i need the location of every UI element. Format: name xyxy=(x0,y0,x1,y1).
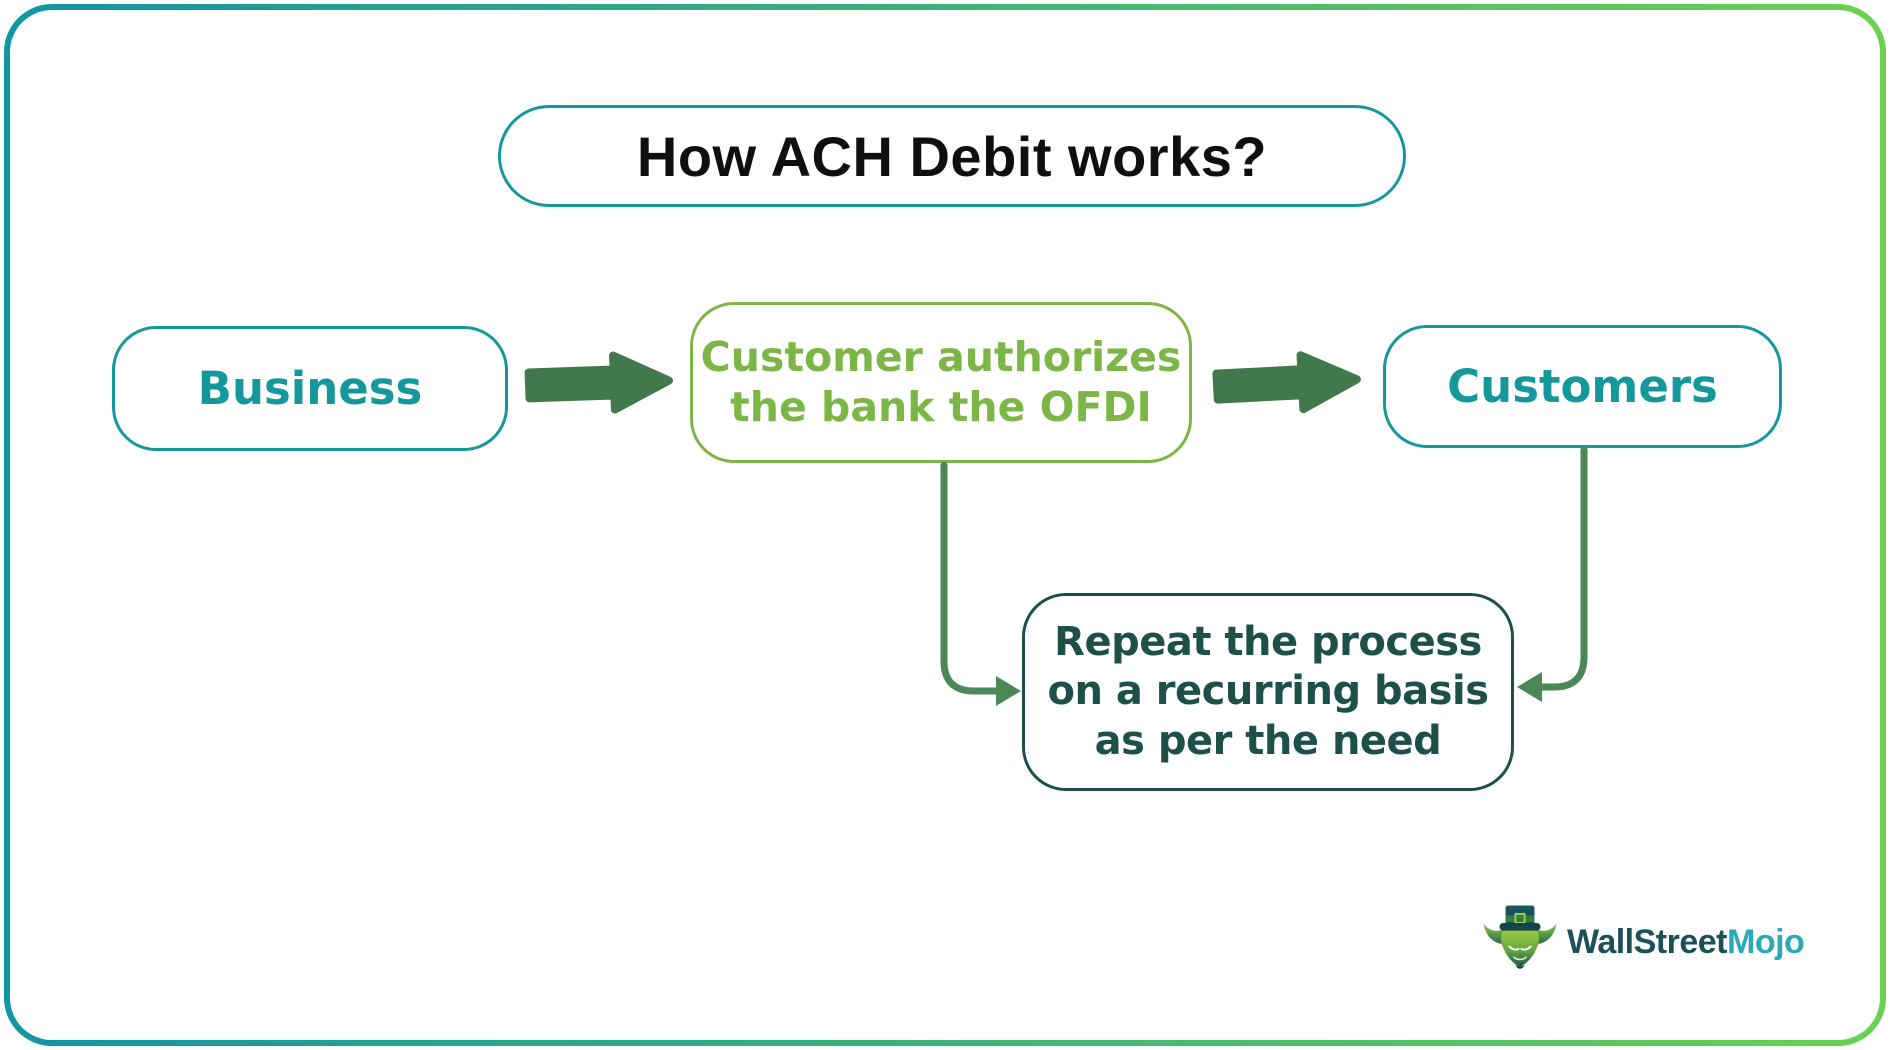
node-customers-label: Customers xyxy=(1447,360,1718,413)
node-customer-authorizes-label: Customer authorizes the bank the OFDI xyxy=(700,333,1182,431)
logo-wordmark: WallStreetMojo xyxy=(1567,922,1805,962)
page-title: How ACH Debit works? xyxy=(636,124,1268,188)
node-repeat-process-label: Repeat the process on a recurring basis … xyxy=(1047,618,1490,764)
node-repeat-process: Repeat the process on a recurring basis … xyxy=(1022,593,1514,791)
right-block-arrow-icon xyxy=(1212,351,1361,414)
wallstreetmojo-logo: WallStreetMojo xyxy=(1482,902,1805,982)
node-business-label: Business xyxy=(197,362,423,415)
right-block-arrow-icon xyxy=(524,351,673,414)
bull-top-hat-icon xyxy=(1483,905,1557,969)
node-business: Business xyxy=(112,326,508,451)
logo-text-wallstreet: WallStreet xyxy=(1567,922,1728,961)
node-customer-authorizes: Customer authorizes the bank the OFDI xyxy=(690,302,1192,463)
logo-text-mojo: Mojo xyxy=(1727,922,1805,961)
node-customers: Customers xyxy=(1383,325,1782,448)
title-box: How ACH Debit works? xyxy=(498,105,1406,207)
